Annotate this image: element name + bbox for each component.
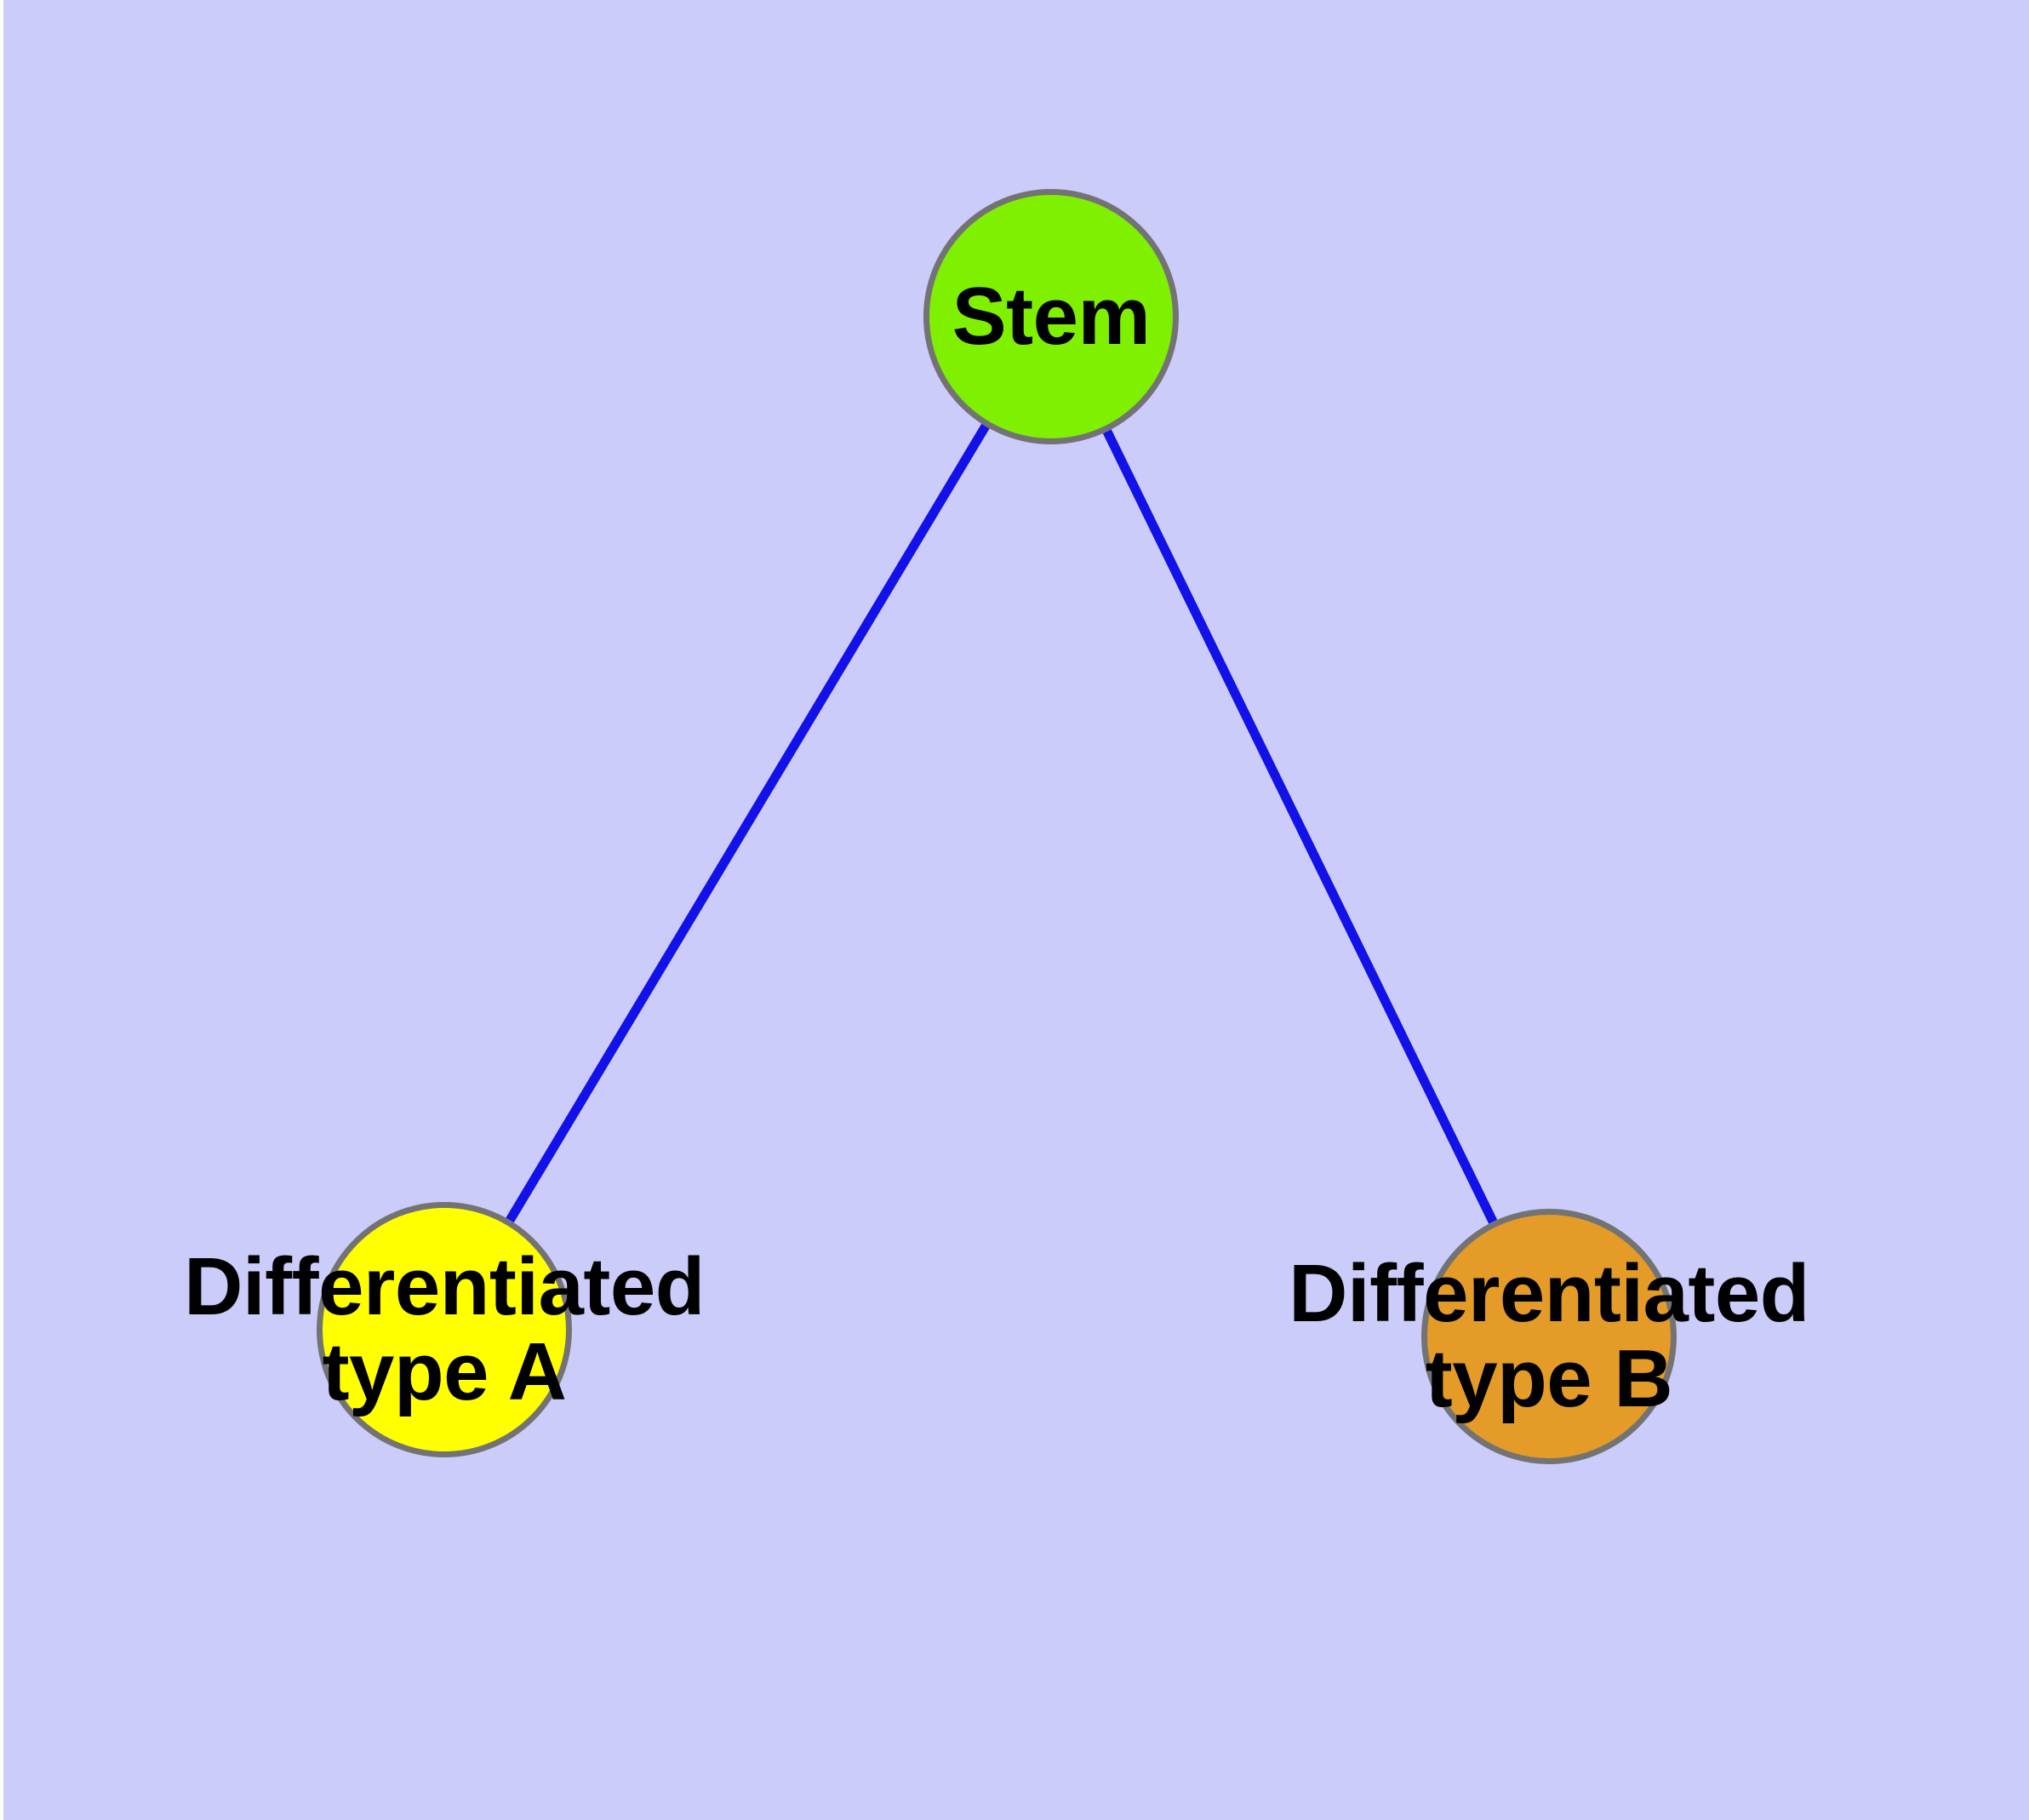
- node-differentiated-type-a[interactable]: [317, 1202, 572, 1457]
- edges-layer: [506, 423, 1498, 1224]
- node-differentiated-type-b[interactable]: [1421, 1209, 1677, 1464]
- edge-stem-to-differentiated-type-a[interactable]: [506, 423, 990, 1223]
- node-stem[interactable]: [923, 189, 1179, 444]
- nodes-layer: [317, 189, 1677, 1464]
- edge-stem-to-differentiated-type-b[interactable]: [1102, 429, 1498, 1224]
